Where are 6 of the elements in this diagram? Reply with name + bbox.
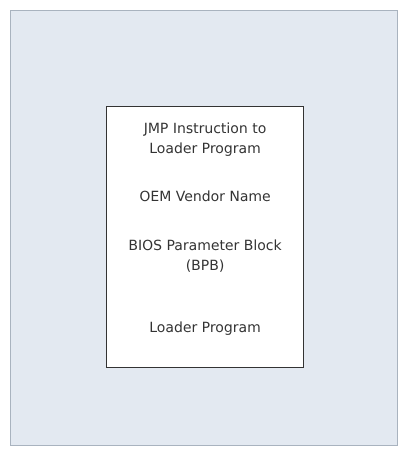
memory-block: [106, 288, 304, 368]
block-label: BIOS Parameter Block (BPB): [127, 236, 283, 276]
block-label: JMP Instruction to Loader Program: [142, 120, 268, 159]
block-label: OEM Vendor Name: [138, 188, 272, 207]
memory-block: [106, 106, 304, 172]
block-label: Loader Program: [148, 318, 262, 338]
